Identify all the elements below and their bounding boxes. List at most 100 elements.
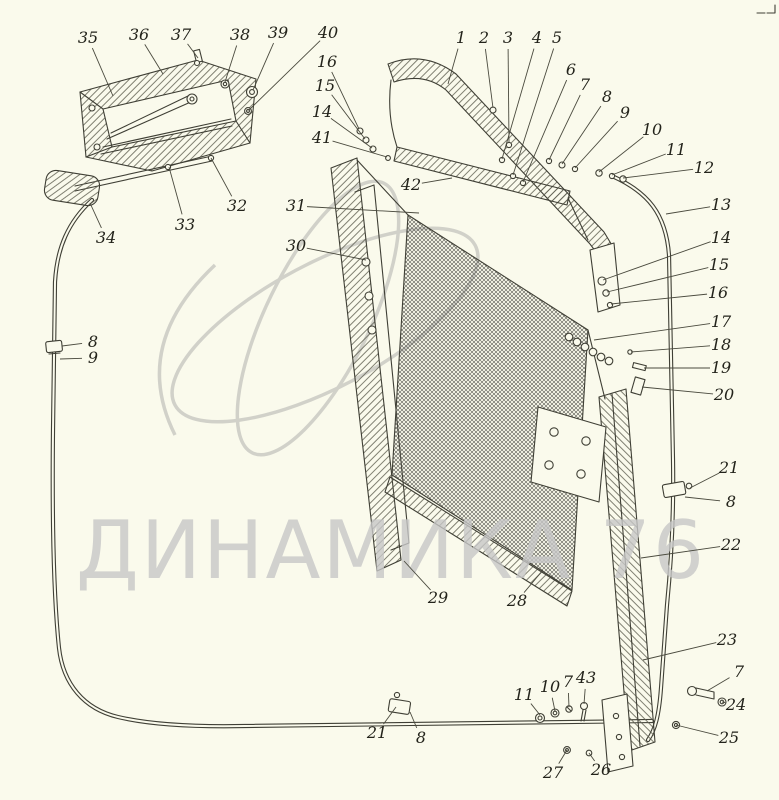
callout-label: 10 xyxy=(540,677,560,696)
callout-leader xyxy=(606,267,709,293)
callout-label: 38 xyxy=(230,25,250,44)
callout-label: 4 xyxy=(531,28,542,47)
cable-clamp-left xyxy=(45,339,63,355)
callout-leader xyxy=(574,120,618,169)
callout-label: 2 xyxy=(478,28,489,47)
callout-label: 26 xyxy=(590,760,611,779)
callout-leader xyxy=(168,166,183,215)
callout-label: 8 xyxy=(416,728,426,747)
cable-clamp-right xyxy=(661,480,693,499)
callout-label: 19 xyxy=(711,358,731,377)
callout-leader xyxy=(144,44,164,75)
callout-label: 29 xyxy=(427,588,448,607)
callout-leader xyxy=(210,157,233,197)
callout-leader xyxy=(421,177,453,184)
callout-leader xyxy=(501,48,535,160)
callout-leader xyxy=(224,45,238,83)
stud xyxy=(631,362,647,372)
left-channel xyxy=(330,157,410,572)
callout-leader xyxy=(89,202,102,229)
callout-leader xyxy=(588,752,596,762)
callout-leader xyxy=(598,136,644,173)
callout-leader xyxy=(484,48,494,109)
callout-label: 14 xyxy=(312,102,332,121)
callout-label: 22 xyxy=(720,535,741,554)
callout-label: 6 xyxy=(566,60,576,79)
callout-label: 15 xyxy=(709,255,729,274)
callout-label: 10 xyxy=(642,120,662,139)
callout-label: 7 xyxy=(563,672,574,691)
callout-label: 18 xyxy=(711,335,731,354)
grommet xyxy=(245,85,259,99)
callout-leader xyxy=(507,48,510,144)
hinge-plate xyxy=(530,406,607,503)
callout-leader xyxy=(611,153,666,176)
page-corner-mark xyxy=(756,4,776,14)
callout-label: 11 xyxy=(666,140,686,159)
callout-label: 7 xyxy=(580,75,591,94)
callout-leader xyxy=(530,703,541,716)
callout-leader xyxy=(583,688,586,705)
callout-leader xyxy=(61,342,83,347)
callout-leader xyxy=(567,692,570,708)
callout-leader xyxy=(610,293,708,305)
callout-leader xyxy=(602,241,711,281)
control-cable-left xyxy=(50,197,655,729)
callout-leader xyxy=(331,94,366,140)
callout-label: 13 xyxy=(711,195,731,214)
control-handle xyxy=(43,169,101,207)
callout-leader xyxy=(689,472,720,489)
callout-leader xyxy=(706,677,730,692)
callout-label: 40 xyxy=(317,23,338,42)
roller xyxy=(630,376,646,396)
rail-end-bracket xyxy=(589,242,621,313)
callout-leader xyxy=(522,79,568,183)
callout-label: 16 xyxy=(708,283,728,302)
callout-leader xyxy=(675,724,719,736)
callout-label: 36 xyxy=(129,25,149,44)
callout-leader xyxy=(59,357,83,360)
bolt-head xyxy=(686,685,698,697)
callout-label: 9 xyxy=(88,348,98,367)
callout-leader xyxy=(523,569,544,593)
callout-leader xyxy=(330,118,373,149)
callout-label: 35 xyxy=(78,28,98,47)
callout-leader xyxy=(409,711,418,729)
mesh-panel xyxy=(391,214,589,591)
callout-label: 15 xyxy=(315,76,335,95)
control-bracket xyxy=(79,48,259,172)
callout-label: 3 xyxy=(503,28,513,47)
lever-pivot xyxy=(186,93,198,105)
callout-label: 8 xyxy=(88,332,98,351)
fastener-group-bottom xyxy=(534,701,593,757)
callout-label: 42 xyxy=(400,175,421,194)
callout-label: 24 xyxy=(725,695,746,714)
callout-label: 17 xyxy=(711,312,732,331)
callout-leader xyxy=(91,47,114,97)
callout-leader xyxy=(306,206,420,214)
fastener-group-right xyxy=(671,685,727,730)
callout-leader xyxy=(551,697,556,712)
callout-leader xyxy=(561,105,602,165)
callout-leader xyxy=(383,706,397,725)
callout-leader xyxy=(512,48,555,176)
callout-label: 8 xyxy=(602,87,612,106)
callout-leader xyxy=(630,345,711,353)
callout-label: 33 xyxy=(175,215,195,234)
callout-leader xyxy=(684,496,721,502)
spring-link xyxy=(564,332,647,396)
callout-label: 11 xyxy=(514,685,534,704)
callout-leader xyxy=(642,642,717,661)
callout-leader xyxy=(622,168,694,179)
middle-rail xyxy=(356,106,627,241)
callout-label: 21 xyxy=(366,723,387,742)
assembly-drawing xyxy=(43,4,776,773)
callout-label: 23 xyxy=(716,630,737,649)
callout-leader xyxy=(447,48,459,85)
washer xyxy=(220,79,230,89)
callout-label: 7 xyxy=(734,662,745,681)
callout-leader xyxy=(187,43,199,59)
callout-leader xyxy=(558,749,568,764)
callout-leader xyxy=(248,40,321,111)
